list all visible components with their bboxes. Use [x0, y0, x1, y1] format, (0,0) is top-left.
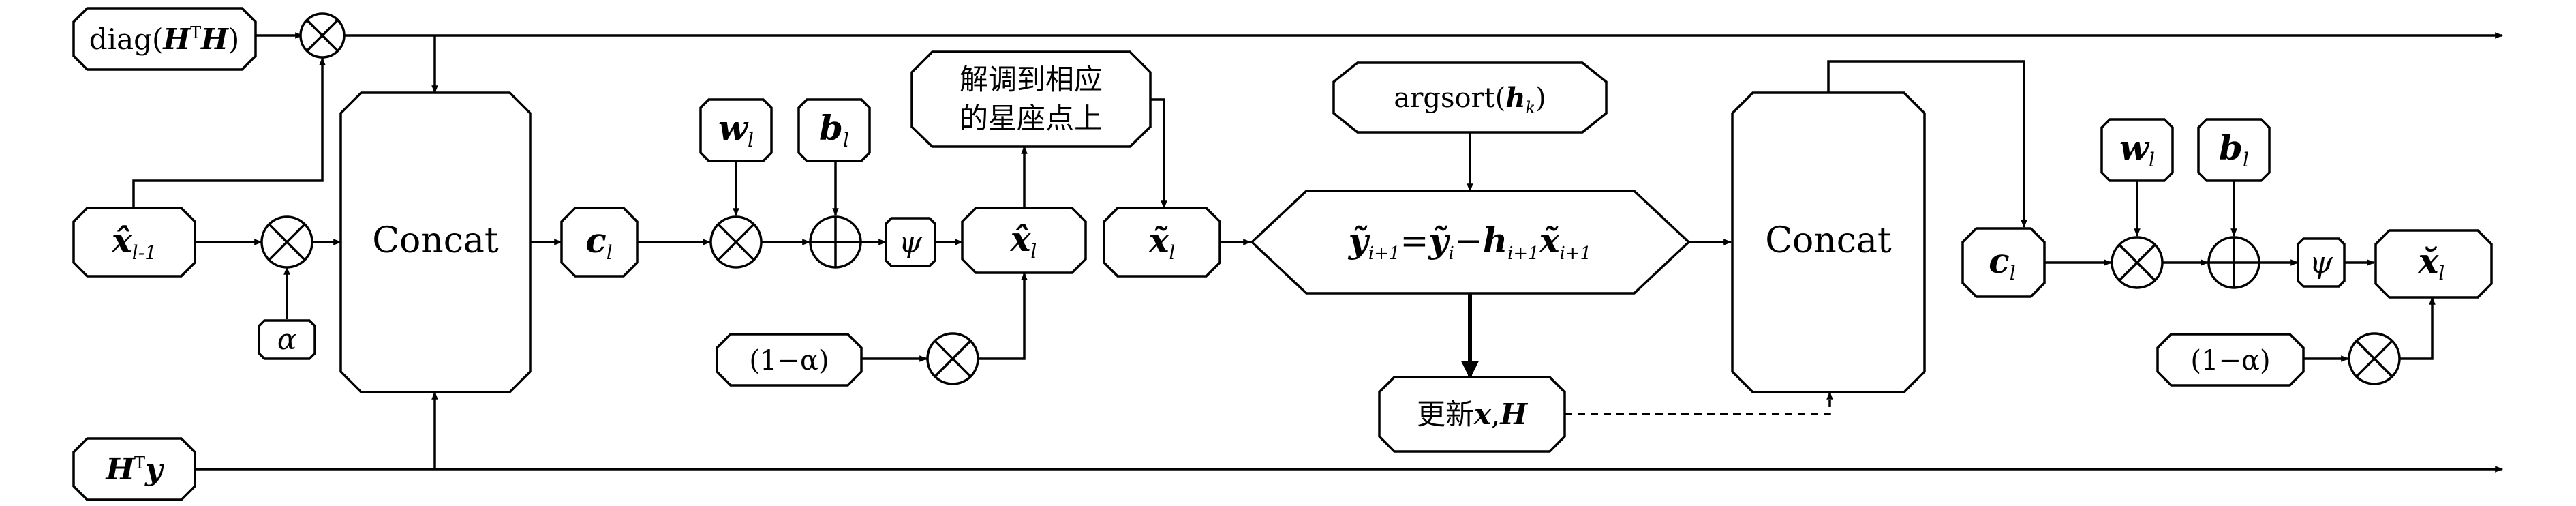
cl1-box	[560, 207, 639, 278]
alpha-box	[258, 319, 316, 360]
cl2-label: cl	[1989, 241, 2015, 284]
arrow-mult2-to-xbreve	[2400, 296, 2436, 360]
demod-box	[910, 50, 1152, 148]
multiply-icon	[260, 215, 313, 269]
argsort-label: argsort(hk)	[1394, 82, 1546, 117]
multiply-icon	[709, 215, 763, 269]
xprev-box	[72, 207, 196, 278]
hty-label: HTy	[104, 452, 165, 487]
boxes	[72, 7, 2493, 501]
one-minus-alpha2-label: (1−α)	[2190, 345, 2270, 376]
one-minus-alpha1-label: (1−α)	[749, 345, 829, 376]
bl1-label: bl	[819, 108, 849, 151]
arrow-demod-to-xtilde	[1150, 98, 1167, 209]
psi1-label: ψ	[899, 225, 923, 260]
arrow-mult-to-xhat	[979, 271, 1028, 360]
arrow-xprev-to-top-mult	[132, 57, 326, 208]
connectors	[132, 32, 2504, 473]
xhat-label: x̂l	[1010, 219, 1037, 263]
multiply-icon	[2348, 332, 2401, 385]
operators	[260, 12, 2401, 385]
alpha-label: α	[277, 323, 296, 356]
argsort-box	[1332, 61, 1608, 134]
multiply-icon	[926, 332, 979, 385]
xhat-box	[961, 207, 1087, 274]
add-icon	[2207, 236, 2260, 289]
bl1-box	[797, 98, 871, 162]
psi2-box	[2297, 237, 2346, 288]
update-eq-label: ỹi+1=ỹi−hi+1x̃i+1	[1348, 220, 1591, 264]
multiply-icon	[299, 12, 346, 59]
xtilde-label: x̃l	[1148, 220, 1176, 264]
wl2-box	[2100, 118, 2174, 182]
labels: diag(HTH) HTy x̂l-1 α Concat cl wl bl ψ …	[89, 23, 2445, 487]
hty-input-box	[72, 437, 196, 501]
wl1-label: wl	[718, 108, 754, 151]
psi1-box	[885, 217, 936, 267]
arrow-concat2-to-cl2	[1827, 60, 2027, 228]
bl2-box	[2197, 118, 2271, 182]
demod-label-line1: 解调到相应	[960, 63, 1103, 96]
one-minus-alpha1-box	[716, 333, 863, 387]
bl2-label: bl	[2219, 128, 2249, 171]
xprev-label: x̂l-1	[111, 220, 157, 264]
diag-label: diag(HTH)	[89, 23, 239, 56]
xbreve-box	[2374, 229, 2493, 299]
wl1-box	[699, 98, 773, 162]
wl2-label: wl	[2119, 128, 2155, 171]
concat2-label: Concat	[1765, 220, 1892, 261]
multiply-icon	[2111, 236, 2164, 289]
one-minus-alpha2-box	[2156, 333, 2305, 387]
update-eq-box	[1250, 190, 1691, 295]
xbreve-label: x̆l	[2418, 241, 2445, 284]
diag-input-box	[72, 7, 257, 71]
arrow-update-to-concat2	[1565, 391, 1833, 415]
concat1-label: Concat	[372, 220, 499, 261]
cl2-box	[1961, 227, 2046, 298]
concat2-box	[1731, 91, 1926, 393]
add-icon	[809, 215, 862, 269]
xtilde-box	[1103, 207, 1221, 278]
psi2-label: ψ	[2310, 245, 2333, 280]
cl1-label: cl	[585, 220, 612, 264]
update-xh-box	[1378, 376, 1566, 453]
update-xh-label: 更新x,H	[1417, 398, 1528, 431]
demod-label-line2: 的星座点上	[960, 102, 1103, 135]
concat1-box	[339, 91, 532, 393]
